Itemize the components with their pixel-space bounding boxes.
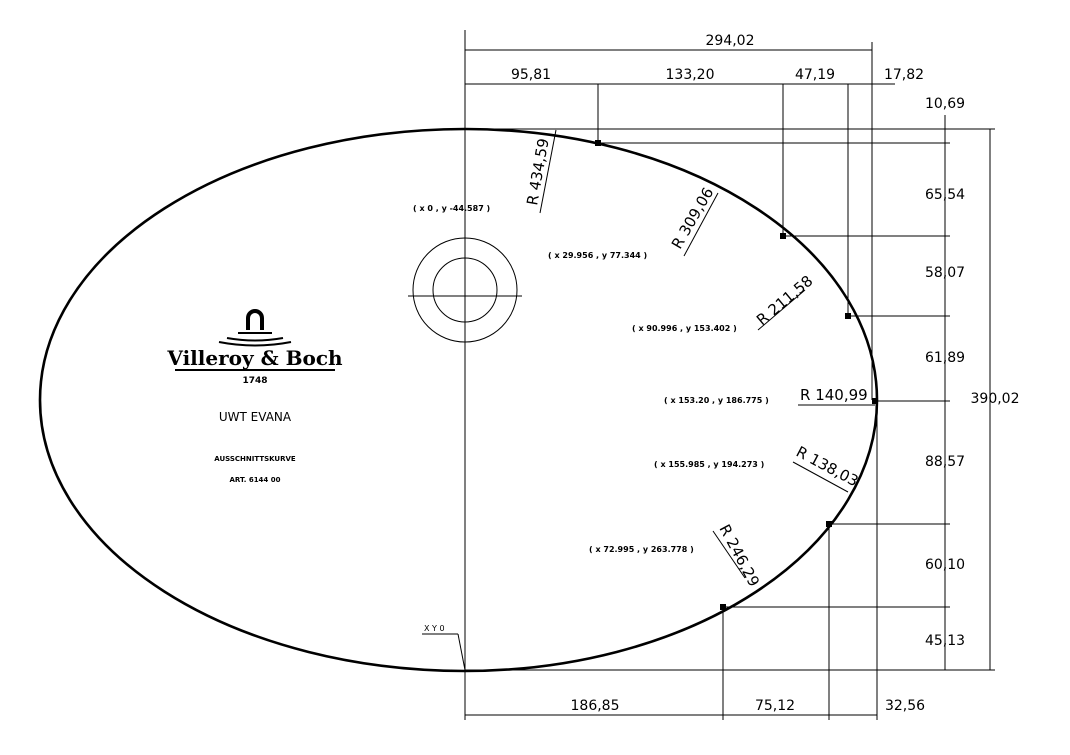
article-number: ART. 6144 00 <box>230 476 281 484</box>
top-dimensions: 294,02 95,81 133,20 47,19 17,82 <box>465 33 924 400</box>
dim-top-4: 17,82 <box>884 67 924 83</box>
radius-label-6: R 246,29 <box>715 521 763 589</box>
coord-label-5: ( x 155.985 , y 194.273 ) <box>654 460 764 469</box>
radius-label-2: R 309,06 <box>668 184 717 252</box>
dim-right-3: 61,89 <box>925 350 965 366</box>
dim-top-1: 95,81 <box>511 67 551 83</box>
curve-points <box>595 140 878 610</box>
radius-label-3: R 211,58 <box>753 272 816 329</box>
coord-label-3: ( x 90.996 , y 153.402 ) <box>632 324 737 333</box>
dim-right-6: 45,13 <box>925 633 965 649</box>
dim-top-3: 47,19 <box>795 67 835 83</box>
dim-bottom-3: 32,56 <box>885 698 925 714</box>
origin-marker: X Y 0 <box>422 624 466 671</box>
drawing-subtitle: AUSSCHNITTSKURVE <box>214 455 296 463</box>
dim-top-2: 133,20 <box>666 67 715 83</box>
product-name: UWT EVANA <box>219 410 292 424</box>
brand-logo: Villeroy & Boch 1748 <box>166 309 343 386</box>
brand-year: 1748 <box>242 376 267 386</box>
dim-right-5: 60,10 <box>925 557 965 573</box>
dim-bottom-1: 186,85 <box>571 698 620 714</box>
coord-label-1: ( x 0 , y -44.587 ) <box>413 204 490 213</box>
dim-total-width: 294,02 <box>706 33 755 49</box>
drain-hole <box>408 237 522 343</box>
dim-bottom-2: 75,12 <box>755 698 795 714</box>
origin-label: X Y 0 <box>424 624 445 633</box>
bottom-dimensions: 186,85 75,12 32,56 <box>465 400 925 720</box>
dim-right-offset: 10,69 <box>925 96 965 112</box>
dim-right-2: 58,07 <box>925 265 965 281</box>
radius-label-5: R 138,03 <box>793 443 861 491</box>
dim-total-height: 390,02 <box>971 391 1020 407</box>
coord-label-6: ( x 72.995 , y 263.778 ) <box>589 545 694 554</box>
coord-label-2: ( x 29.956 , y 77.344 ) <box>548 251 647 260</box>
brand-name: Villeroy & Boch <box>166 346 343 370</box>
radius-label-4: R 140,99 <box>800 386 868 404</box>
dim-right-1: 65,54 <box>925 187 965 203</box>
right-dimensions: 10,69 65,54 58,07 61,89 88,57 60,10 45,1… <box>465 96 1020 671</box>
radius-annotations: R 434,59 R 309,06 R 211,58 R 140,99 R 13… <box>523 129 875 590</box>
coord-label-4: ( x 153.20 , y 186.775 ) <box>664 396 769 405</box>
dim-right-4: 88,57 <box>925 454 965 470</box>
